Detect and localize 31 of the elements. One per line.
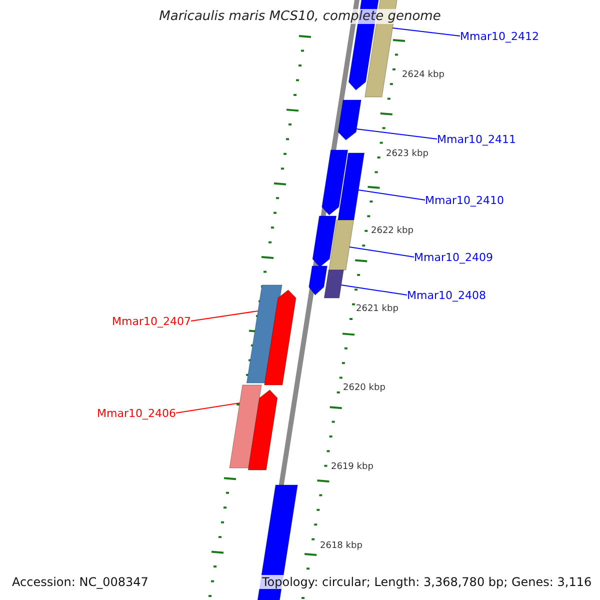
- gene-block: [338, 152, 365, 220]
- leader-line: [190, 310, 258, 322]
- gene-label: Mmar10_2409: [414, 250, 493, 264]
- gene-label: Mmar10_2410: [425, 194, 504, 206]
- leader-line: [392, 28, 460, 36]
- gene-block: [338, 100, 362, 140]
- gene-label: Mmar10_2406: [97, 406, 176, 420]
- scale-label: 2621 kbp: [356, 304, 398, 314]
- scale-label: 2618 kbp: [320, 541, 362, 551]
- gene-label: Mmar10_2407: [112, 314, 191, 328]
- gene-block: [308, 266, 328, 296]
- scale-label: 2620 kbp: [343, 383, 386, 393]
- leader-line: [356, 128, 438, 140]
- leader-line: [340, 284, 408, 296]
- gene-block: [322, 150, 348, 216]
- gene-block: [324, 270, 344, 298]
- leader-line: [176, 402, 240, 414]
- gene-label: Mmar10_2411: [437, 132, 516, 146]
- leader-line: [348, 246, 414, 258]
- scale-label: 2623 kbp: [386, 149, 428, 159]
- leader-line: [358, 190, 426, 200]
- scale-label: 2619 kbp: [331, 462, 374, 472]
- gene-label: Mmar10_2408: [407, 288, 486, 302]
- gene-block: [264, 290, 296, 386]
- scale-label: 2622 kbp: [371, 226, 414, 236]
- title: Maricaulis maris MCS10, complete genome: [0, 9, 600, 24]
- gene-label: Mmar10_2412: [460, 30, 539, 42]
- gene-block: [328, 220, 354, 270]
- gene-block: [229, 384, 262, 468]
- scale-label: 2624 kbp: [402, 70, 444, 80]
- gene-block: [248, 390, 278, 470]
